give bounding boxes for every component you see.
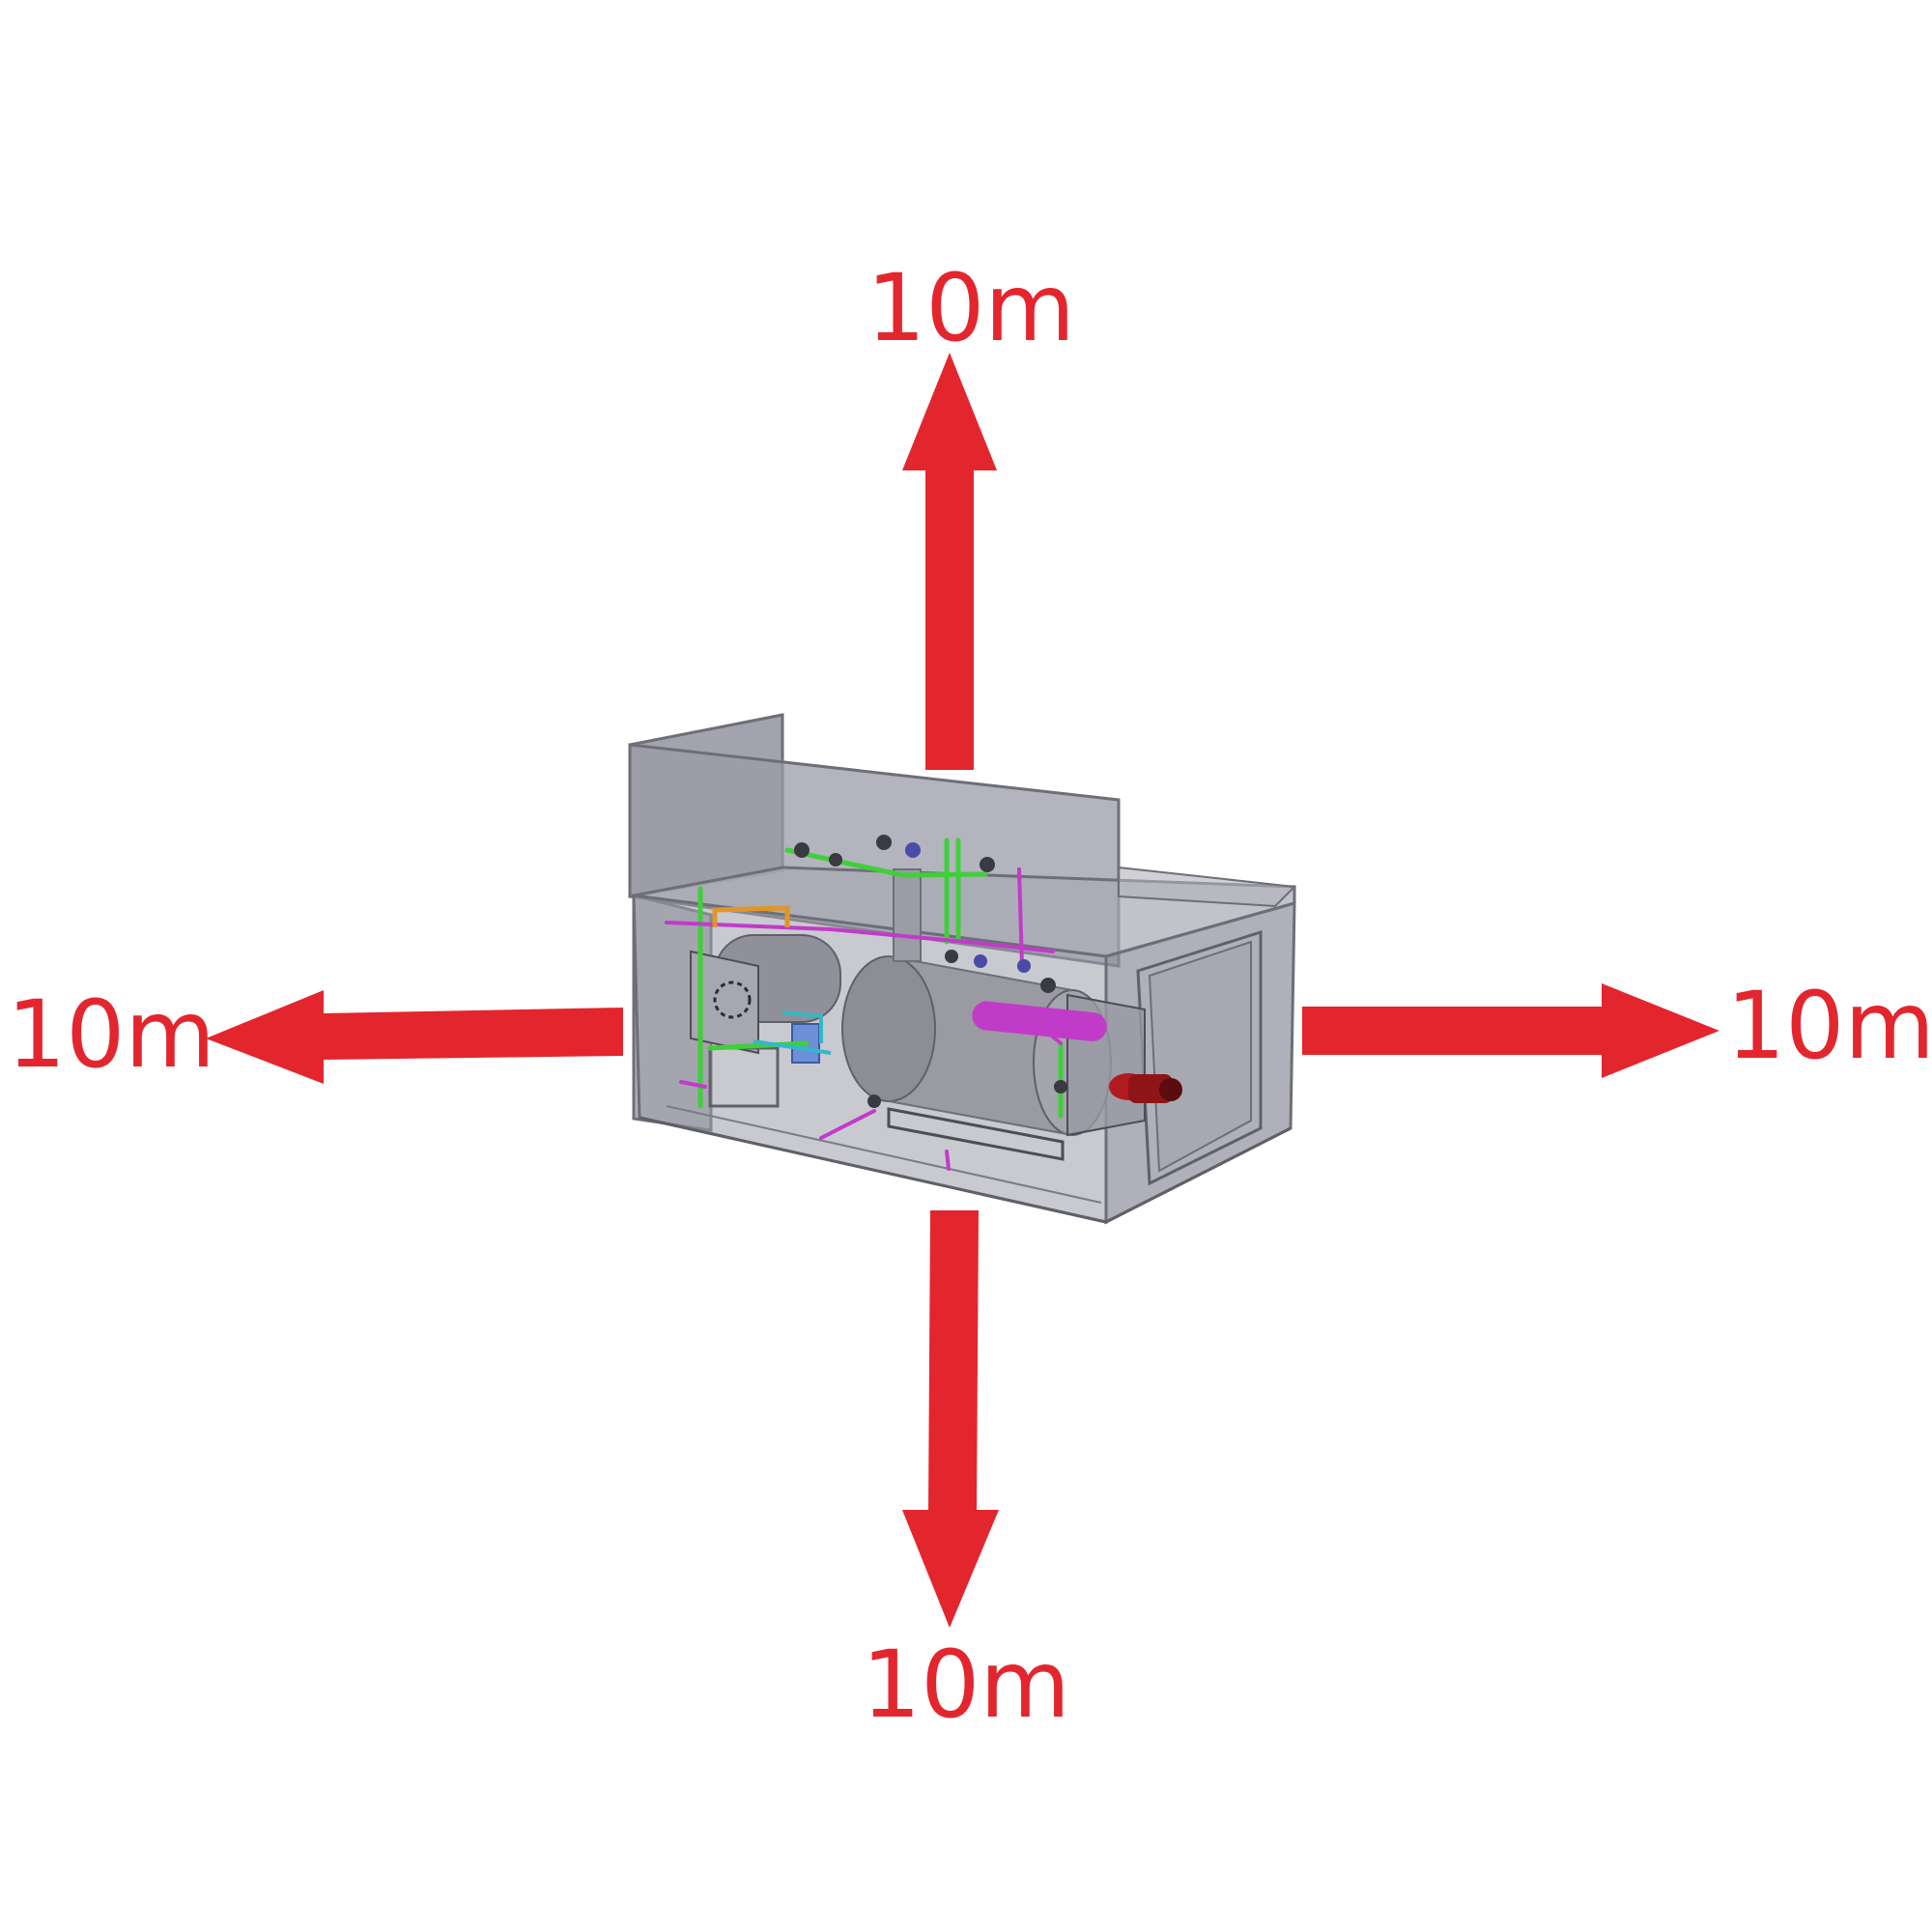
arrow-down — [902, 1210, 999, 1628]
boiler-base-frame — [887, 1107, 1065, 1161]
orange-piping — [712, 905, 790, 927]
arrow-left — [206, 990, 623, 1084]
panel-dial-icon — [713, 980, 752, 1019]
arrow-right — [1302, 983, 1719, 1078]
enclosure-right-roof — [1118, 866, 1297, 908]
clearance-arrows — [206, 353, 1719, 1628]
label-left: 10m — [7, 980, 215, 1089]
valve-icon-group — [794, 835, 1067, 1108]
steam-riser — [893, 868, 922, 962]
enclosure-floor-edge — [639, 1116, 1292, 1224]
cyan-piping — [753, 1010, 832, 1055]
label-bottom: 10m — [862, 1631, 1070, 1739]
flue-pipe — [972, 1001, 1107, 1041]
enclosure-inner-floor — [666, 1105, 1102, 1204]
magenta-piping — [665, 867, 1063, 1171]
arrow-up — [902, 353, 997, 770]
label-top: 10m — [867, 254, 1075, 362]
label-right: 10m — [1726, 972, 1932, 1080]
enclosure-door-inner — [1148, 940, 1252, 1173]
control-panel — [690, 950, 759, 1055]
burner-icon — [1109, 1073, 1182, 1103]
boiler-equipment — [665, 835, 1182, 1171]
